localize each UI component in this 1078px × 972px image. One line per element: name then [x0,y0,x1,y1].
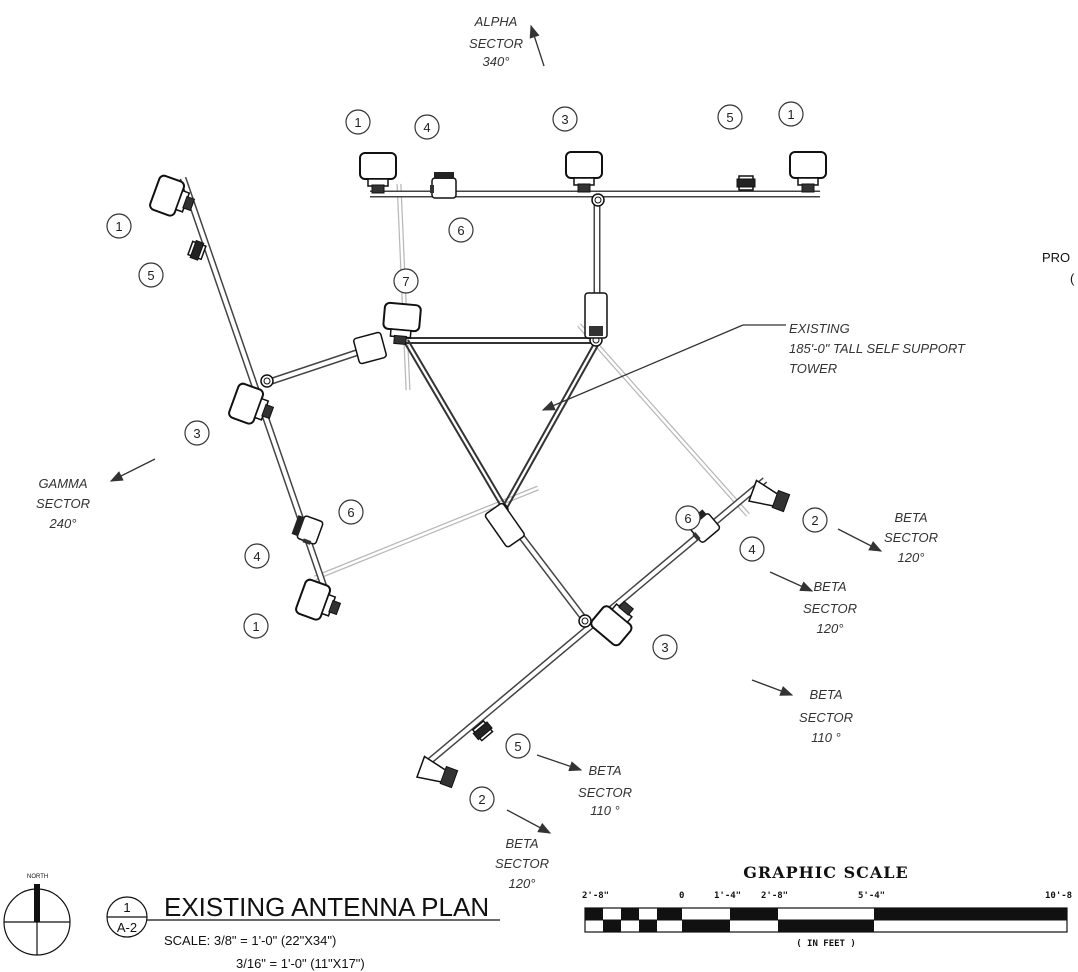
tower-note: EXISTING 185'-0" TALL SELF SUPPORT TOWER… [541,250,1075,411]
scale-tick-label: 2'-8" [761,891,788,901]
edge-note-line-2: ( [1070,271,1075,286]
callout-alpha-1b: 1 [778,101,804,127]
graphic-scale: GRAPHIC SCALE 2'-8" 0 1'-4" 2'-8" 5'-4" … [582,863,1072,949]
north-arrow: NORTH [3,874,71,956]
svg-text:3: 3 [193,426,200,441]
plan-title-block: 1 A-2 EXISTING ANTENNA PLAN SCALE: 3/8" … [106,892,500,971]
callout-beta-5: 5 [505,733,531,759]
beta-3-name: BETA [810,687,843,702]
svg-text:5: 5 [147,268,154,283]
beta-sector-label-4: BETA SECTOR 120° [769,571,857,636]
callout-gamma-3: 3 [184,420,210,446]
svg-text:3: 3 [561,112,568,127]
scale-tick-label: 10'-8 [1045,891,1072,901]
pipe-clamps [260,193,608,628]
gamma-arrow [109,458,156,482]
beta-4-azimuth: 120° [817,621,844,636]
svg-text:7: 7 [402,274,409,289]
callout-alpha-7: 7 [393,268,419,294]
callout-beta-2b: 2 [469,786,495,812]
beta-4-word: SECTOR [803,601,857,616]
beta-bottom-azimuth: 120° [509,876,536,891]
beta-5-azimuth: 110 ° [590,803,620,818]
gamma-sector-name: GAMMA [38,476,87,491]
edge-note-line-1: PRO [1042,250,1070,265]
svg-text:6: 6 [684,511,691,526]
beta-bottom-name: BETA [506,836,539,851]
callout-gamma-4: 4 [244,543,270,569]
beta-sector-label-5: BETA SECTOR 110 ° [536,754,632,818]
beta-sector-label-3: BETA SECTOR 110 ° [751,679,853,745]
callout-gamma-1a: 1 [106,213,132,239]
beta-5-name: BETA [589,763,622,778]
callout-beta-4: 4 [739,536,765,562]
callout-gamma-5: 5 [138,262,164,288]
sheet-reference: A-2 [117,920,137,935]
svg-text:5: 5 [514,739,521,754]
callout-beta-2a: 2 [802,507,828,533]
callout-alpha-3: 3 [552,106,578,132]
tower-note-line-1: EXISTING [789,321,850,336]
callout-alpha-6: 6 [448,217,474,243]
gamma-sector-azimuth: 240° [49,516,77,531]
tower-note-line-2: 185'-0" TALL SELF SUPPORT [789,341,966,356]
beta-antennas [416,479,792,791]
tower-note-line-3: TOWER [789,361,837,376]
tower-legs [402,337,602,509]
gamma-sector-word: SECTOR [36,496,90,511]
beta-3-azimuth: 110 ° [811,730,841,745]
detail-number: 1 [123,900,130,915]
svg-text:4: 4 [423,120,430,135]
svg-text:2: 2 [811,513,818,528]
callout-alpha-5: 5 [717,104,743,130]
svg-text:5: 5 [726,110,733,125]
beta-3-word: SECTOR [799,710,853,725]
svg-text:6: 6 [457,223,464,238]
scale-tick-label: 5'-4" [858,891,885,901]
beta-5-word: SECTOR [578,785,632,800]
scale-tick-label: 2'-8" [582,891,609,901]
callout-bubbles: 1 4 3 5 1 6 7 1 5 3 6 4 1 6 2 4 3 5 2 [106,101,828,812]
callout-gamma-6: 6 [338,499,364,525]
alpha-sector-azimuth: 340° [483,54,510,69]
beta-bottom-word: SECTOR [495,856,549,871]
callout-alpha-1a: 1 [345,109,371,135]
callout-beta-3: 3 [652,634,678,660]
graphic-scale-title: GRAPHIC SCALE [743,863,908,882]
svg-text:4: 4 [253,549,260,564]
grey-existing-members [314,183,750,581]
scale-line-2: 3/16" = 1'-0" (11"X17") [236,956,365,971]
scale-tick-label: 0 [679,891,684,901]
svg-text:1: 1 [787,107,794,122]
gamma-sector-label: GAMMA SECTOR 240° [36,458,156,531]
scale-tick-label: 1'-4" [714,891,741,901]
callout-alpha-4: 4 [414,114,440,140]
callout-beta-6: 6 [675,505,701,531]
svg-text:2: 2 [478,792,485,807]
callout-gamma-1b: 1 [243,613,269,639]
alpha-arrow [529,24,545,67]
beta-top-azimuth: 120° [898,550,925,565]
svg-text:6: 6 [347,505,354,520]
plan-title: EXISTING ANTENNA PLAN [164,892,489,922]
alpha-sector-label: ALPHA SECTOR 340° [469,14,545,69]
svg-text:1: 1 [354,115,361,130]
scale-unit: ( IN FEET ) [796,939,856,949]
svg-text:3: 3 [661,640,668,655]
mount-pipes [179,176,820,768]
north-label: NORTH [27,874,48,880]
beta-top-name: BETA [895,510,928,525]
beta-sector-label-2-bottom: BETA SECTOR 120° [495,809,552,891]
svg-text:1: 1 [252,619,259,634]
alpha-sector-name: ALPHA [474,14,518,29]
svg-text:1: 1 [115,219,122,234]
scale-line-1: SCALE: 3/8" = 1'-0" (22"X34") [164,933,336,948]
svg-text:4: 4 [748,542,755,557]
beta-sector-label-2-top: BETA SECTOR 120° [837,510,938,565]
beta-top-word: SECTOR [884,530,938,545]
alpha-sector-word: SECTOR [469,36,523,51]
beta-4-name: BETA [814,579,847,594]
